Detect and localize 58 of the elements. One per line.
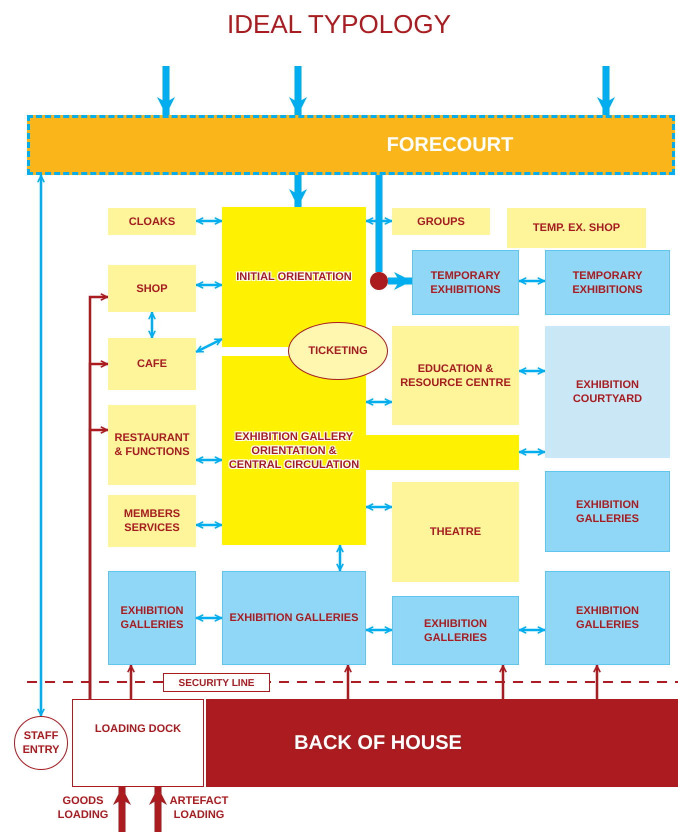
arrow (519, 277, 545, 285)
corridor-band (366, 435, 519, 470)
arrow (113, 787, 131, 832)
room-box: MEMBERS SERVICES (108, 495, 196, 547)
arrow (196, 456, 222, 464)
room-box: GROUPS (392, 208, 490, 235)
edge-label: GOODS LOADING (56, 794, 110, 822)
arrow (366, 217, 392, 225)
edge-label: ARTEFACT LOADING (168, 794, 230, 822)
room-box: SHOP (108, 265, 196, 312)
room-box: RESTAURANT & FUNCTIONS (108, 405, 196, 485)
arrow (37, 175, 45, 716)
arrow (593, 665, 601, 699)
room-box: CLOAKS (108, 208, 196, 235)
room-box: EDUCATION & RESOURCE CENTRE (392, 326, 519, 425)
gallery-box: EXHIBITION GALLERIES (545, 471, 670, 552)
arrow (148, 312, 156, 338)
arrow (519, 448, 545, 456)
back-of-house-band: BACK OF HOUSE (206, 699, 678, 787)
arrow (289, 66, 307, 115)
arrow (519, 626, 545, 634)
diagram-title: IDEAL TYPOLOGY (226, 8, 452, 40)
arrow (289, 175, 307, 207)
arrow (344, 665, 352, 699)
arrow (499, 665, 507, 699)
gallery-box: TEMPORARY EXHIBITIONS (545, 250, 670, 315)
arrow (597, 66, 615, 115)
arrow (366, 626, 392, 634)
arrow (195, 338, 223, 354)
gallery-box: EXHIBITION GALLERIES (108, 571, 196, 665)
arrow (388, 272, 412, 290)
gallery-box: EXHIBITION GALLERIES (545, 571, 670, 665)
arrow (149, 787, 167, 832)
arrow (366, 398, 392, 406)
arrow (157, 66, 175, 115)
courtyard-box: EXHIBITION COURTYARD (545, 326, 670, 458)
orientation-zone: INITIAL ORIENTATION (222, 207, 366, 347)
arrow (196, 217, 222, 225)
arrow (196, 614, 222, 622)
loading-dock-box: LOADING DOCK (72, 699, 204, 787)
room-box: CAFE (108, 338, 196, 390)
arrow (196, 281, 222, 289)
arrow (127, 665, 135, 699)
boundary-label: SECURITY LINE (163, 673, 270, 692)
arrow (519, 367, 545, 375)
room-box: TEMP. EX. SHOP (507, 208, 646, 248)
gallery-box: TEMPORARY EXHIBITIONS (412, 250, 519, 315)
arrow (366, 503, 392, 511)
gallery-box: EXHIBITION GALLERIES (392, 596, 519, 665)
entry-circle: STAFF ENTRY (14, 716, 68, 770)
arrow (88, 426, 108, 699)
arrow (196, 521, 222, 529)
room-box: THEATRE (392, 482, 519, 582)
gallery-box: EXHIBITION GALLERIES (222, 571, 366, 665)
forecourt-band: FORECOURT (27, 115, 675, 175)
orientation-zone: EXHIBITION GALLERY ORIENTATION & CENTRAL CIRCULATION (222, 356, 366, 545)
arrow (336, 545, 344, 571)
junction-dot (370, 272, 388, 290)
